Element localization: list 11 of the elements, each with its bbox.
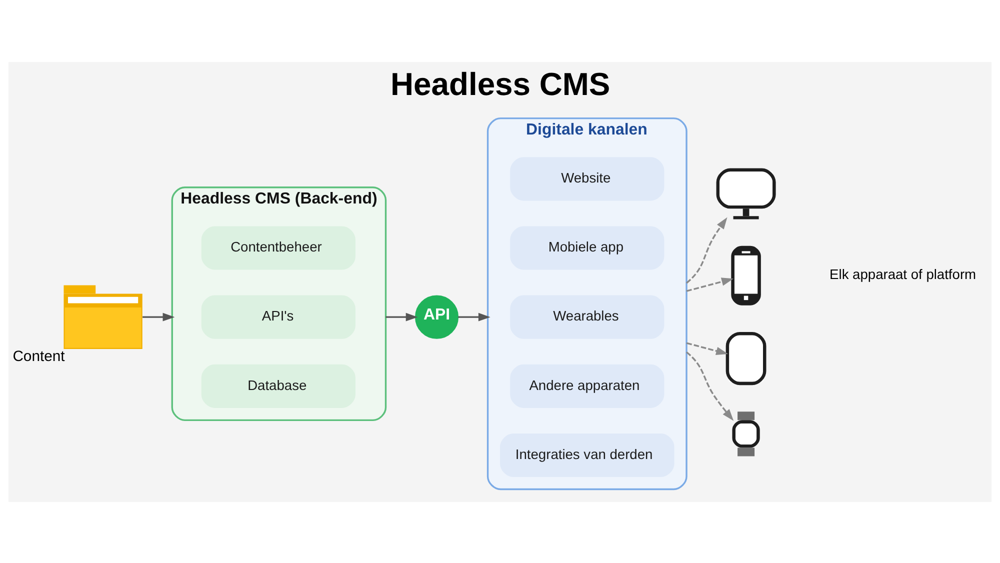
node-label: Content (12, 348, 65, 364)
arrow (686, 342, 728, 355)
arrow (386, 312, 418, 321)
arrow (142, 312, 175, 321)
arrow (686, 216, 728, 284)
node-circle: API (414, 294, 459, 338)
diagram-title: Headless CMS (390, 65, 610, 102)
arrow (458, 312, 490, 321)
label: Elk apparaat of platform (830, 266, 976, 282)
arrow (686, 277, 734, 292)
arrow (686, 351, 734, 420)
